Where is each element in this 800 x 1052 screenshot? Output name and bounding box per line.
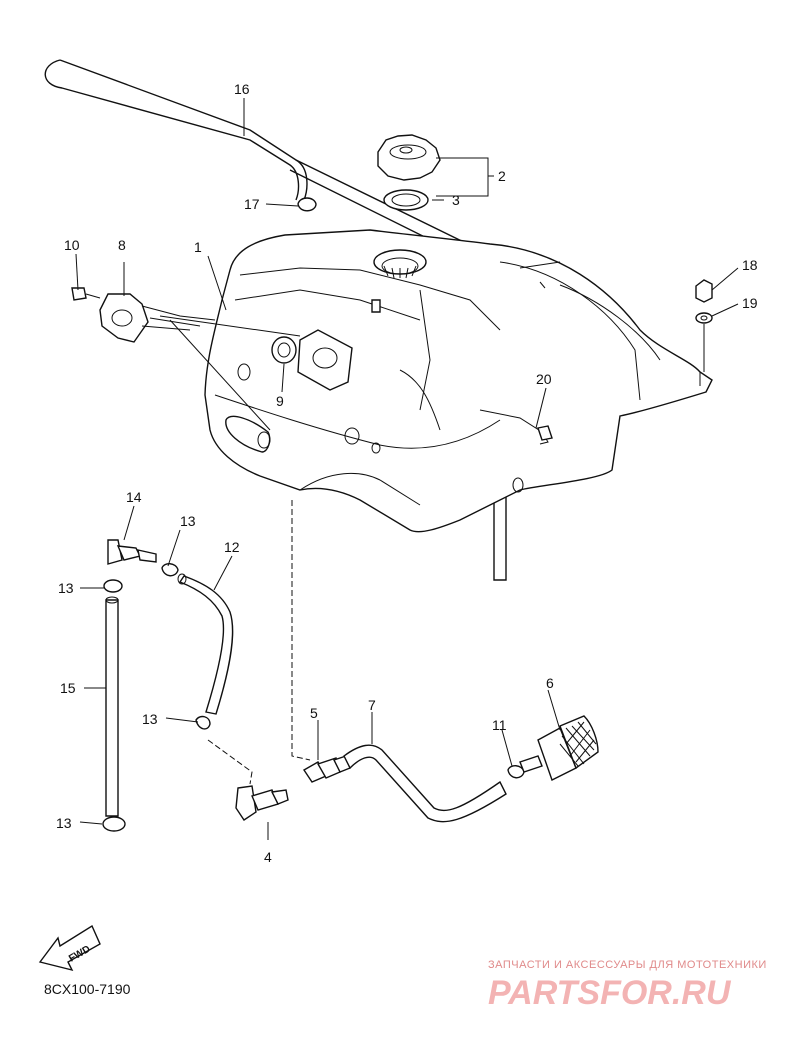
elbow-fitting-4 bbox=[235, 785, 289, 821]
callout-16: 16 bbox=[234, 81, 250, 97]
watermark-logo: ЗАПЧАСТИ И АКСЕССУАРЫ ДЛЯ МОТОТЕХНИКИ PA… bbox=[488, 959, 767, 1012]
callout-11: 11 bbox=[492, 717, 507, 733]
callout-1: 1 bbox=[194, 239, 202, 255]
callout-labels: 1 2 3 4 5 6 7 8 9 10 11 12 13 13 13 13 1… bbox=[56, 81, 758, 865]
screw-10 bbox=[71, 287, 101, 301]
callout-7: 7 bbox=[368, 697, 376, 713]
cap-gasket-3 bbox=[383, 189, 429, 211]
clip-17 bbox=[297, 197, 317, 212]
callout-13-b: 13 bbox=[180, 513, 196, 529]
callout-14: 14 bbox=[126, 489, 142, 505]
washer-19 bbox=[695, 312, 713, 324]
fwd-arrow-icon: FWD bbox=[38, 924, 101, 972]
callout-8: 8 bbox=[118, 237, 126, 253]
diagram-code: 8CX100-7190 bbox=[44, 981, 131, 997]
callout-20: 20 bbox=[536, 371, 552, 387]
callout-19: 19 bbox=[742, 295, 758, 311]
fuel-tank-1 bbox=[204, 229, 713, 533]
callout-9: 9 bbox=[276, 393, 284, 409]
fuel-fitting-5 bbox=[303, 755, 351, 783]
clamp-13-mid bbox=[195, 715, 211, 730]
watermark-brand: PARTSFOR.RU bbox=[488, 974, 732, 1012]
callout-15: 15 bbox=[60, 680, 76, 696]
watermark-tagline: ЗАПЧАСТИ И АКСЕССУАРЫ ДЛЯ МОТОТЕХНИКИ bbox=[488, 959, 767, 971]
callout-12: 12 bbox=[224, 539, 240, 555]
clamp-13-upper-right bbox=[161, 563, 179, 577]
fuel-hose-7 bbox=[343, 744, 507, 823]
callout-17: 17 bbox=[244, 196, 260, 212]
callout-4: 4 bbox=[264, 849, 272, 865]
callout-13-c: 13 bbox=[142, 711, 158, 727]
hose-12 bbox=[177, 573, 234, 715]
callout-10: 10 bbox=[64, 237, 80, 253]
callout-2: 2 bbox=[498, 168, 506, 184]
callout-13-d: 13 bbox=[56, 815, 72, 831]
fitting-14 bbox=[107, 539, 157, 565]
fuel-sender-8 bbox=[99, 293, 301, 431]
clamp-13-lower bbox=[102, 816, 126, 832]
clamp-13-upper-left bbox=[103, 579, 123, 593]
leader-lines bbox=[75, 98, 739, 840]
fuel-cap-2 bbox=[377, 134, 441, 181]
callout-13-a: 13 bbox=[58, 580, 74, 596]
callout-18: 18 bbox=[742, 257, 758, 273]
nut-18 bbox=[695, 279, 713, 303]
callout-6: 6 bbox=[546, 675, 554, 691]
callout-5: 5 bbox=[310, 705, 318, 721]
fuel-filter-6 bbox=[519, 715, 599, 781]
callout-3: 3 bbox=[452, 192, 460, 208]
hose-15 bbox=[105, 596, 119, 817]
bracket-20 bbox=[479, 409, 553, 445]
